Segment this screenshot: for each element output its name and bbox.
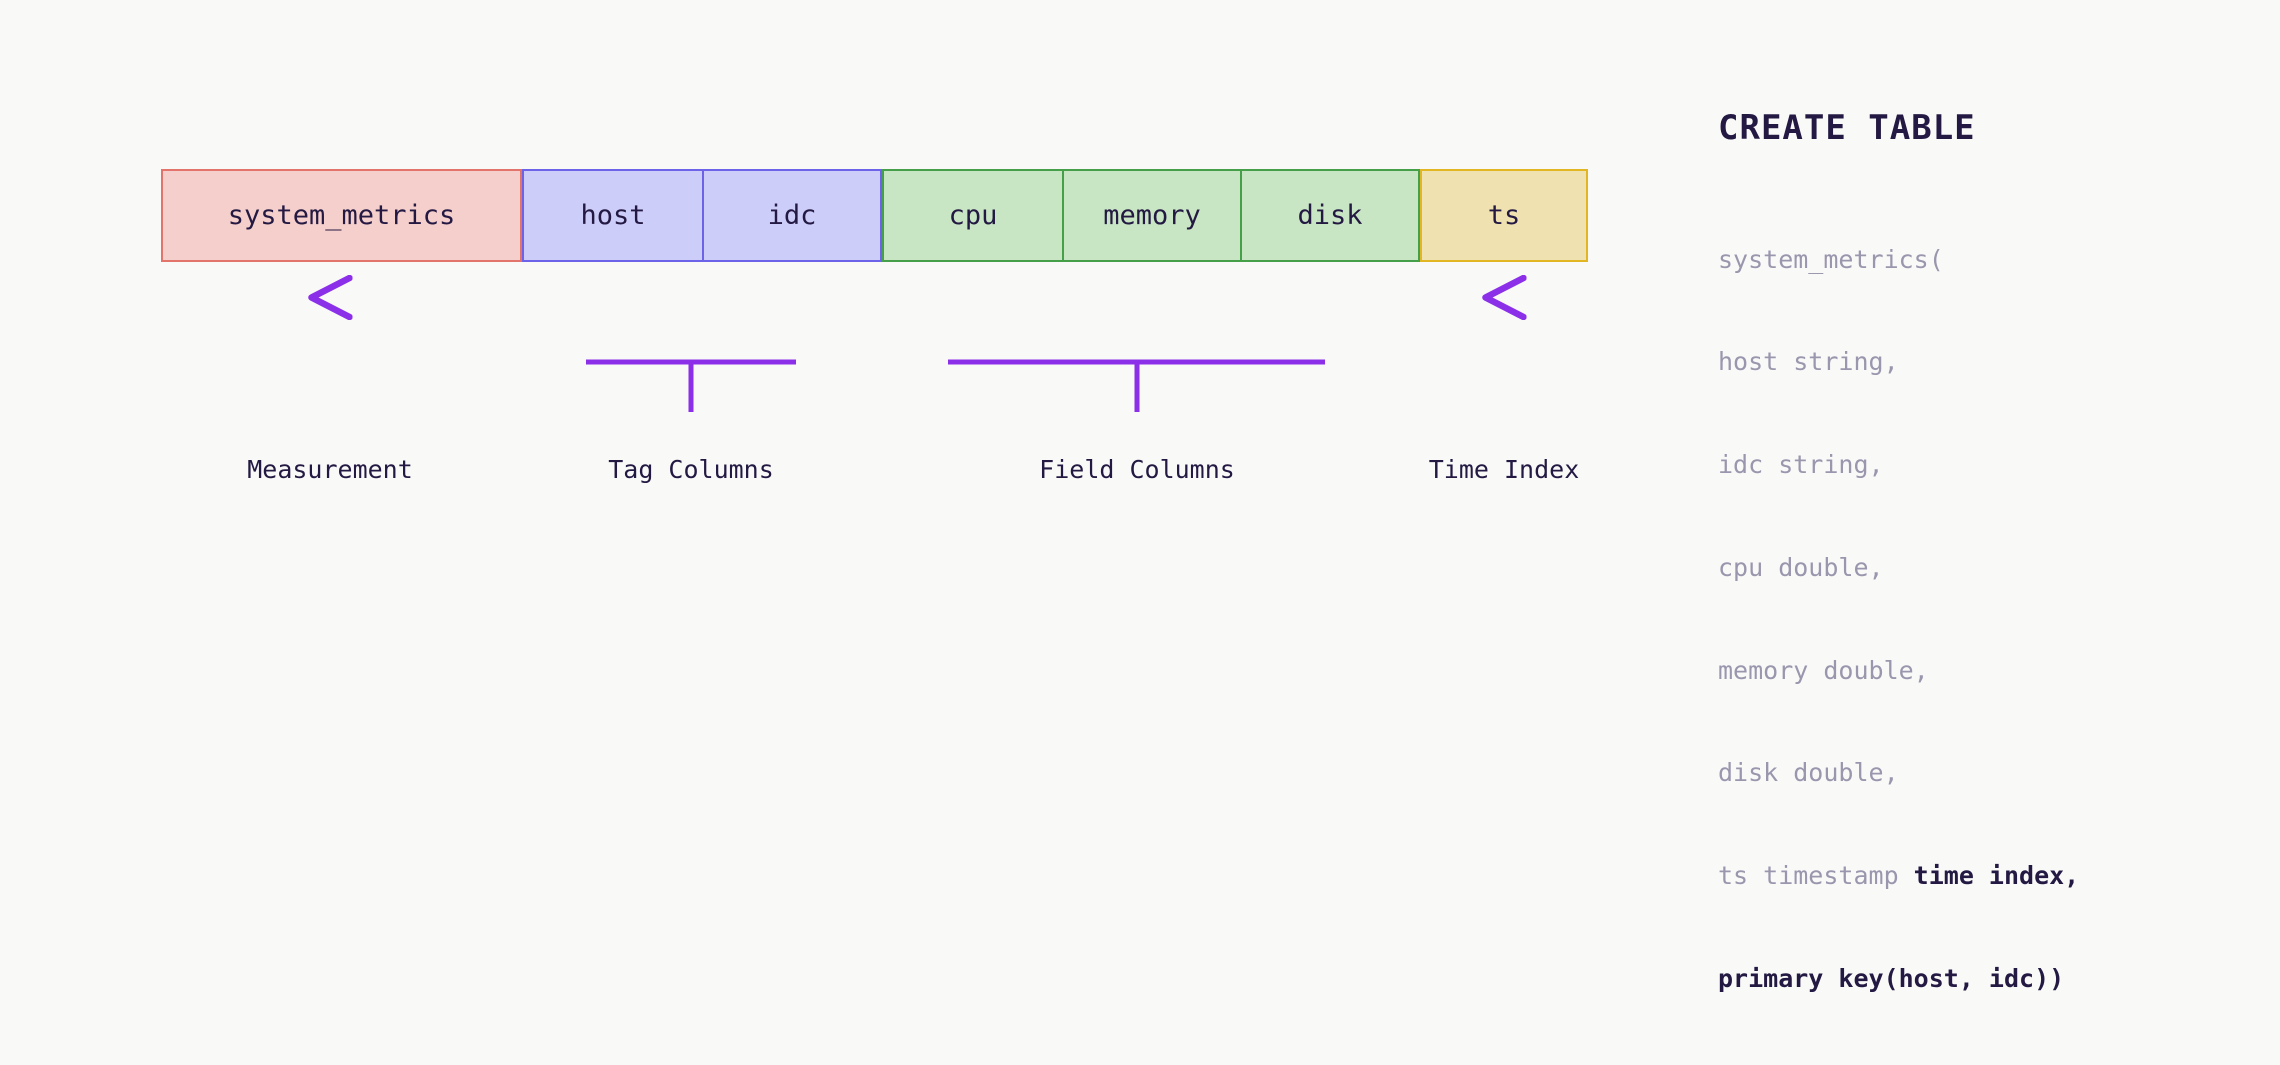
connector-tag-columns-bracket [586,298,796,412]
column-cell-ts[interactable]: ts [1487,200,1521,231]
code-line-6: ts timestamp time index, [1718,859,2238,893]
column-group-fields: cpu memory disk [882,169,1420,262]
annotation-label-tag-columns: Tag Columns [608,455,774,484]
diagram-canvas: system_metrics host idc cpu memory disk … [161,108,2079,993]
column-group-measurement: system_metrics [161,169,522,262]
code-keyword-time-index: time index, [1913,861,2080,890]
column-cell-idc[interactable]: idc [702,171,880,260]
annotation-label-field-columns: Field Columns [1039,455,1235,484]
column-group-tags: host idc [522,169,882,262]
code-line-1: host string, [1718,347,1899,377]
column-cell-cpu[interactable]: cpu [948,200,998,231]
code-line-5: disk double, [1718,758,1899,788]
code-line-0: system_metrics( [1718,244,1944,274]
column-cell-system-metrics[interactable]: system_metrics [227,200,456,231]
code-line-3: cpu double, [1718,552,1884,582]
column-cell-disk[interactable]: disk [1240,171,1418,260]
create-table-title: CREATE TABLE [1718,108,1976,148]
column-group-time-index: ts [1420,169,1588,262]
column-cell-host[interactable]: host [580,200,646,231]
code-line-7: primary key(host, idc)) [1718,962,2238,996]
code-line-2: idc string, [1718,450,1884,479]
column-cell-memory[interactable]: memory [1062,171,1240,260]
code-line-4: memory double, [1718,655,1929,685]
annotation-label-time-index: Time Index [1428,455,1580,484]
create-table-statement[interactable]: system_metrics( host string, idc string,… [1718,174,2238,1065]
connector-field-columns-bracket [948,298,1325,412]
code-line-6-text: ts timestamp [1718,861,1914,890]
create-table-panel: CREATE TABLE system_metrics( host string… [1718,108,2238,1065]
schema-strip: system_metrics host idc cpu memory disk … [161,169,1588,262]
code-keyword-primary-key: primary key(host, idc)) [1718,963,2065,993]
annotation-label-measurement: Measurement [247,455,413,484]
